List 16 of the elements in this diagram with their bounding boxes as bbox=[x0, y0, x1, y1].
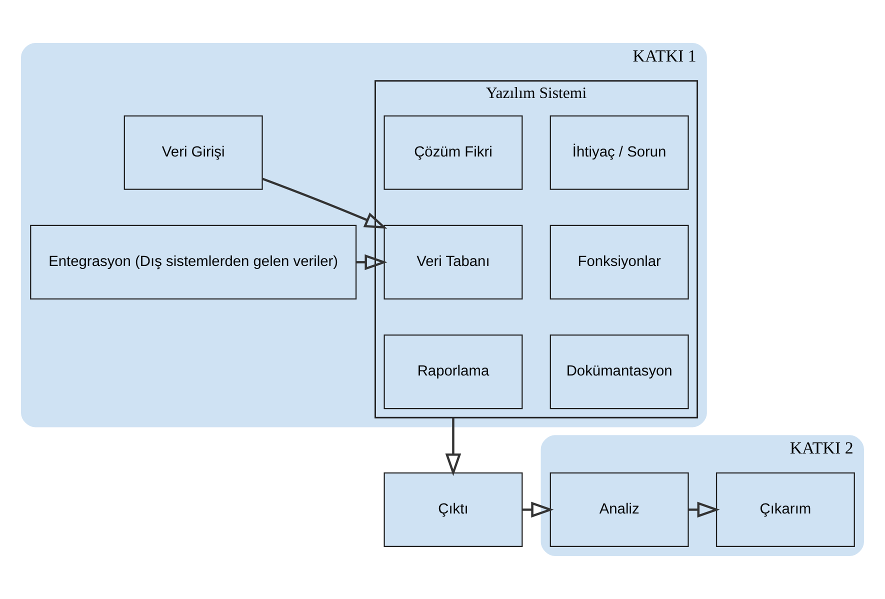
arrow bbox=[262, 178, 388, 229]
arrow bbox=[688, 502, 720, 518]
arrow bbox=[522, 502, 554, 518]
node-box: Entegrasyon (Dış sistemlerden gelen veriler) bbox=[30, 224, 357, 300]
node-box: Raporlama bbox=[384, 334, 523, 410]
node-box: Çıkarım bbox=[716, 472, 855, 547]
node-box: Çözüm Fikri bbox=[384, 115, 523, 190]
node-box: İhtiyaç / Sorun bbox=[550, 115, 689, 190]
node-box: Dokümantasyon bbox=[550, 334, 689, 410]
node-box: Veri Tabanı bbox=[384, 224, 523, 300]
arrow bbox=[356, 254, 388, 270]
arrow bbox=[445, 418, 462, 476]
node-box: Analiz bbox=[550, 472, 689, 547]
node-box: Veri Girişi bbox=[124, 115, 263, 190]
node-box: Fonksiyonlar bbox=[550, 224, 689, 300]
node-box: Çıktı bbox=[384, 472, 523, 547]
